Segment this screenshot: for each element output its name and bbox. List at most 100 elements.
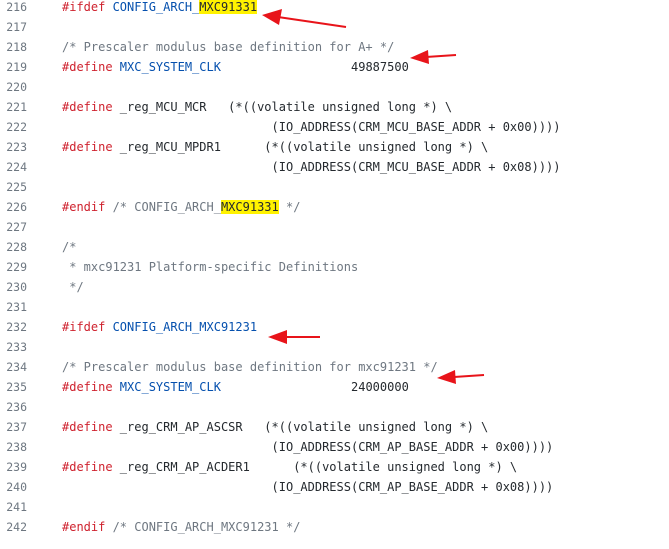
code-line: 242 #endif /* CONFIG_ARCH_MXC91231 */ [0, 517, 669, 537]
code-line: 219 #define MXC_SYSTEM_CLK 49887500 [0, 57, 669, 77]
line-number[interactable]: 242 [6, 520, 27, 534]
code-token: /* [62, 240, 77, 254]
code-line: 220 [0, 77, 669, 97]
line-number[interactable]: 241 [6, 500, 27, 514]
code-token: _reg_CRM_AP_ASCSR (*((volatile unsigned … [119, 420, 489, 434]
line-number[interactable]: 228 [6, 240, 27, 254]
line-number[interactable]: 227 [6, 220, 27, 234]
code-line: 225 [0, 177, 669, 197]
code-line: 224 (IO_ADDRESS(CRM_MCU_BASE_ADDR + 0x08… [0, 157, 669, 177]
line-number[interactable]: 230 [6, 280, 27, 294]
line-number[interactable]: 232 [6, 320, 27, 334]
line-number[interactable]: 233 [6, 340, 27, 354]
code-line: 226 #endif /* CONFIG_ARCH_MXC91331 */ [0, 197, 669, 217]
code-line: 217 [0, 17, 669, 37]
code-line: 236 [0, 397, 669, 417]
code-text: #define MXC_SYSTEM_CLK 49887500 [62, 57, 409, 77]
line-number[interactable]: 223 [6, 140, 27, 154]
code-line: 240 (IO_ADDRESS(CRM_AP_BASE_ADDR + 0x08)… [0, 477, 669, 497]
code-text: #define _reg_MCU_MCR (*((volatile unsign… [62, 97, 452, 117]
code-line: 221 #define _reg_MCU_MCR (*((volatile uns… [0, 97, 669, 117]
line-number[interactable]: 226 [6, 200, 27, 214]
code-token: /* CONFIG_ARCH_ [112, 200, 221, 214]
code-text: (IO_ADDRESS(CRM_MCU_BASE_ADDR + 0x00)))) [62, 117, 561, 137]
code-token: _reg_MCU_MCR (*((volatile unsigned long … [119, 100, 453, 114]
line-number[interactable]: 239 [6, 460, 27, 474]
line-number[interactable]: 240 [6, 480, 27, 494]
line-number[interactable]: 216 [6, 0, 27, 14]
code-token: /* Prescaler modulus base definition for… [62, 360, 438, 374]
code-token: #define [62, 60, 120, 74]
line-number[interactable]: 225 [6, 180, 27, 194]
code-line: 241 [0, 497, 669, 517]
line-number[interactable]: 236 [6, 400, 27, 414]
code-token: MXC_SYSTEM_CLK [119, 60, 221, 74]
code-text: (IO_ADDRESS(CRM_AP_BASE_ADDR + 0x00)))) [62, 437, 554, 457]
line-number[interactable]: 217 [6, 20, 27, 34]
line-number[interactable]: 222 [6, 120, 27, 134]
code-line: 227 [0, 217, 669, 237]
code-token: /* Prescaler modulus base definition for… [62, 40, 395, 54]
code-token: #endif [62, 520, 113, 534]
code-text: (IO_ADDRESS(CRM_MCU_BASE_ADDR + 0x08)))) [62, 157, 561, 177]
line-number[interactable]: 220 [6, 80, 27, 94]
code-token: */ [62, 280, 84, 294]
code-token: 24000000 [220, 380, 409, 394]
line-number[interactable]: 224 [6, 160, 27, 174]
code-token: #define [62, 140, 120, 154]
code-line: 238 (IO_ADDRESS(CRM_AP_BASE_ADDR + 0x00)… [0, 437, 669, 457]
line-number[interactable]: 237 [6, 420, 27, 434]
code-text: #endif /* CONFIG_ARCH_MXC91231 */ [62, 517, 300, 537]
code-token: _reg_MCU_MPDR1 (*((volatile unsigned lon… [119, 140, 489, 154]
code-text: (IO_ADDRESS(CRM_AP_BASE_ADDR + 0x08)))) [62, 477, 554, 497]
code-token: #ifdef [62, 0, 113, 14]
code-token: #define [62, 460, 120, 474]
code-token: CONFIG_ARCH_ [112, 0, 200, 14]
code-line: 229 * mxc91231 Platform-specific Definit… [0, 257, 669, 277]
code-token: #ifdef [62, 320, 113, 334]
code-token: #endif [62, 200, 113, 214]
code-token: (IO_ADDRESS(CRM_AP_BASE_ADDR + 0x08)))) [62, 480, 554, 494]
code-line: 218 /* Prescaler modulus base definition … [0, 37, 669, 57]
search-highlight: MXC91331 [199, 0, 258, 14]
code-token: CONFIG_ARCH_MXC91231 [112, 320, 258, 334]
line-number[interactable]: 229 [6, 260, 27, 274]
code-token: */ [278, 200, 301, 214]
code-text: #define MXC_SYSTEM_CLK 24000000 [62, 377, 409, 397]
code-text: /* Prescaler modulus base definition for… [62, 357, 438, 377]
code-line: 230 */ [0, 277, 669, 297]
line-number[interactable]: 219 [6, 60, 27, 74]
line-number[interactable]: 234 [6, 360, 27, 374]
code-text: #ifdef CONFIG_ARCH_MXC91331 [62, 0, 258, 17]
code-token: * mxc91231 Platform-specific Definitions [62, 260, 359, 274]
search-highlight: MXC91331 [220, 200, 279, 214]
code-token: #define [62, 420, 120, 434]
code-token: #define [62, 100, 120, 114]
code-line: 237 #define _reg_CRM_AP_ASCSR (*((volatil… [0, 417, 669, 437]
line-number[interactable]: 221 [6, 100, 27, 114]
code-text: #endif /* CONFIG_ARCH_MXC91331 */ [62, 197, 300, 217]
code-line: 216 #ifdef CONFIG_ARCH_MXC91331 [0, 0, 669, 17]
code-line: 228 /* [0, 237, 669, 257]
code-token: (IO_ADDRESS(CRM_MCU_BASE_ADDR + 0x08)))) [62, 160, 561, 174]
code-token: #define [62, 380, 120, 394]
code-line: 231 [0, 297, 669, 317]
line-number[interactable]: 231 [6, 300, 27, 314]
code-text: #ifdef CONFIG_ARCH_MXC91231 [62, 317, 257, 337]
code-token: _reg_CRM_AP_ACDER1 (*((volatile unsigned… [119, 460, 518, 474]
code-token: /* CONFIG_ARCH_MXC91231 */ [112, 520, 301, 534]
code-text: */ [62, 277, 84, 297]
code-line: 232 #ifdef CONFIG_ARCH_MXC91231 [0, 317, 669, 337]
code-line: 234 /* Prescaler modulus base definition … [0, 357, 669, 377]
code-text: #define _reg_MCU_MPDR1 (*((volatile unsi… [62, 137, 488, 157]
code-line: 235 #define MXC_SYSTEM_CLK 24000000 [0, 377, 669, 397]
line-number[interactable]: 235 [6, 380, 27, 394]
code-text: * mxc91231 Platform-specific Definitions [62, 257, 358, 277]
line-number[interactable]: 218 [6, 40, 27, 54]
code-token: 49887500 [220, 60, 409, 74]
code-text: #define _reg_CRM_AP_ACDER1 (*((volatile … [62, 457, 517, 477]
code-line: 223 #define _reg_MCU_MPDR1 (*((volatile u… [0, 137, 669, 157]
code-line: 222 (IO_ADDRESS(CRM_MCU_BASE_ADDR + 0x00… [0, 117, 669, 137]
line-number[interactable]: 238 [6, 440, 27, 454]
